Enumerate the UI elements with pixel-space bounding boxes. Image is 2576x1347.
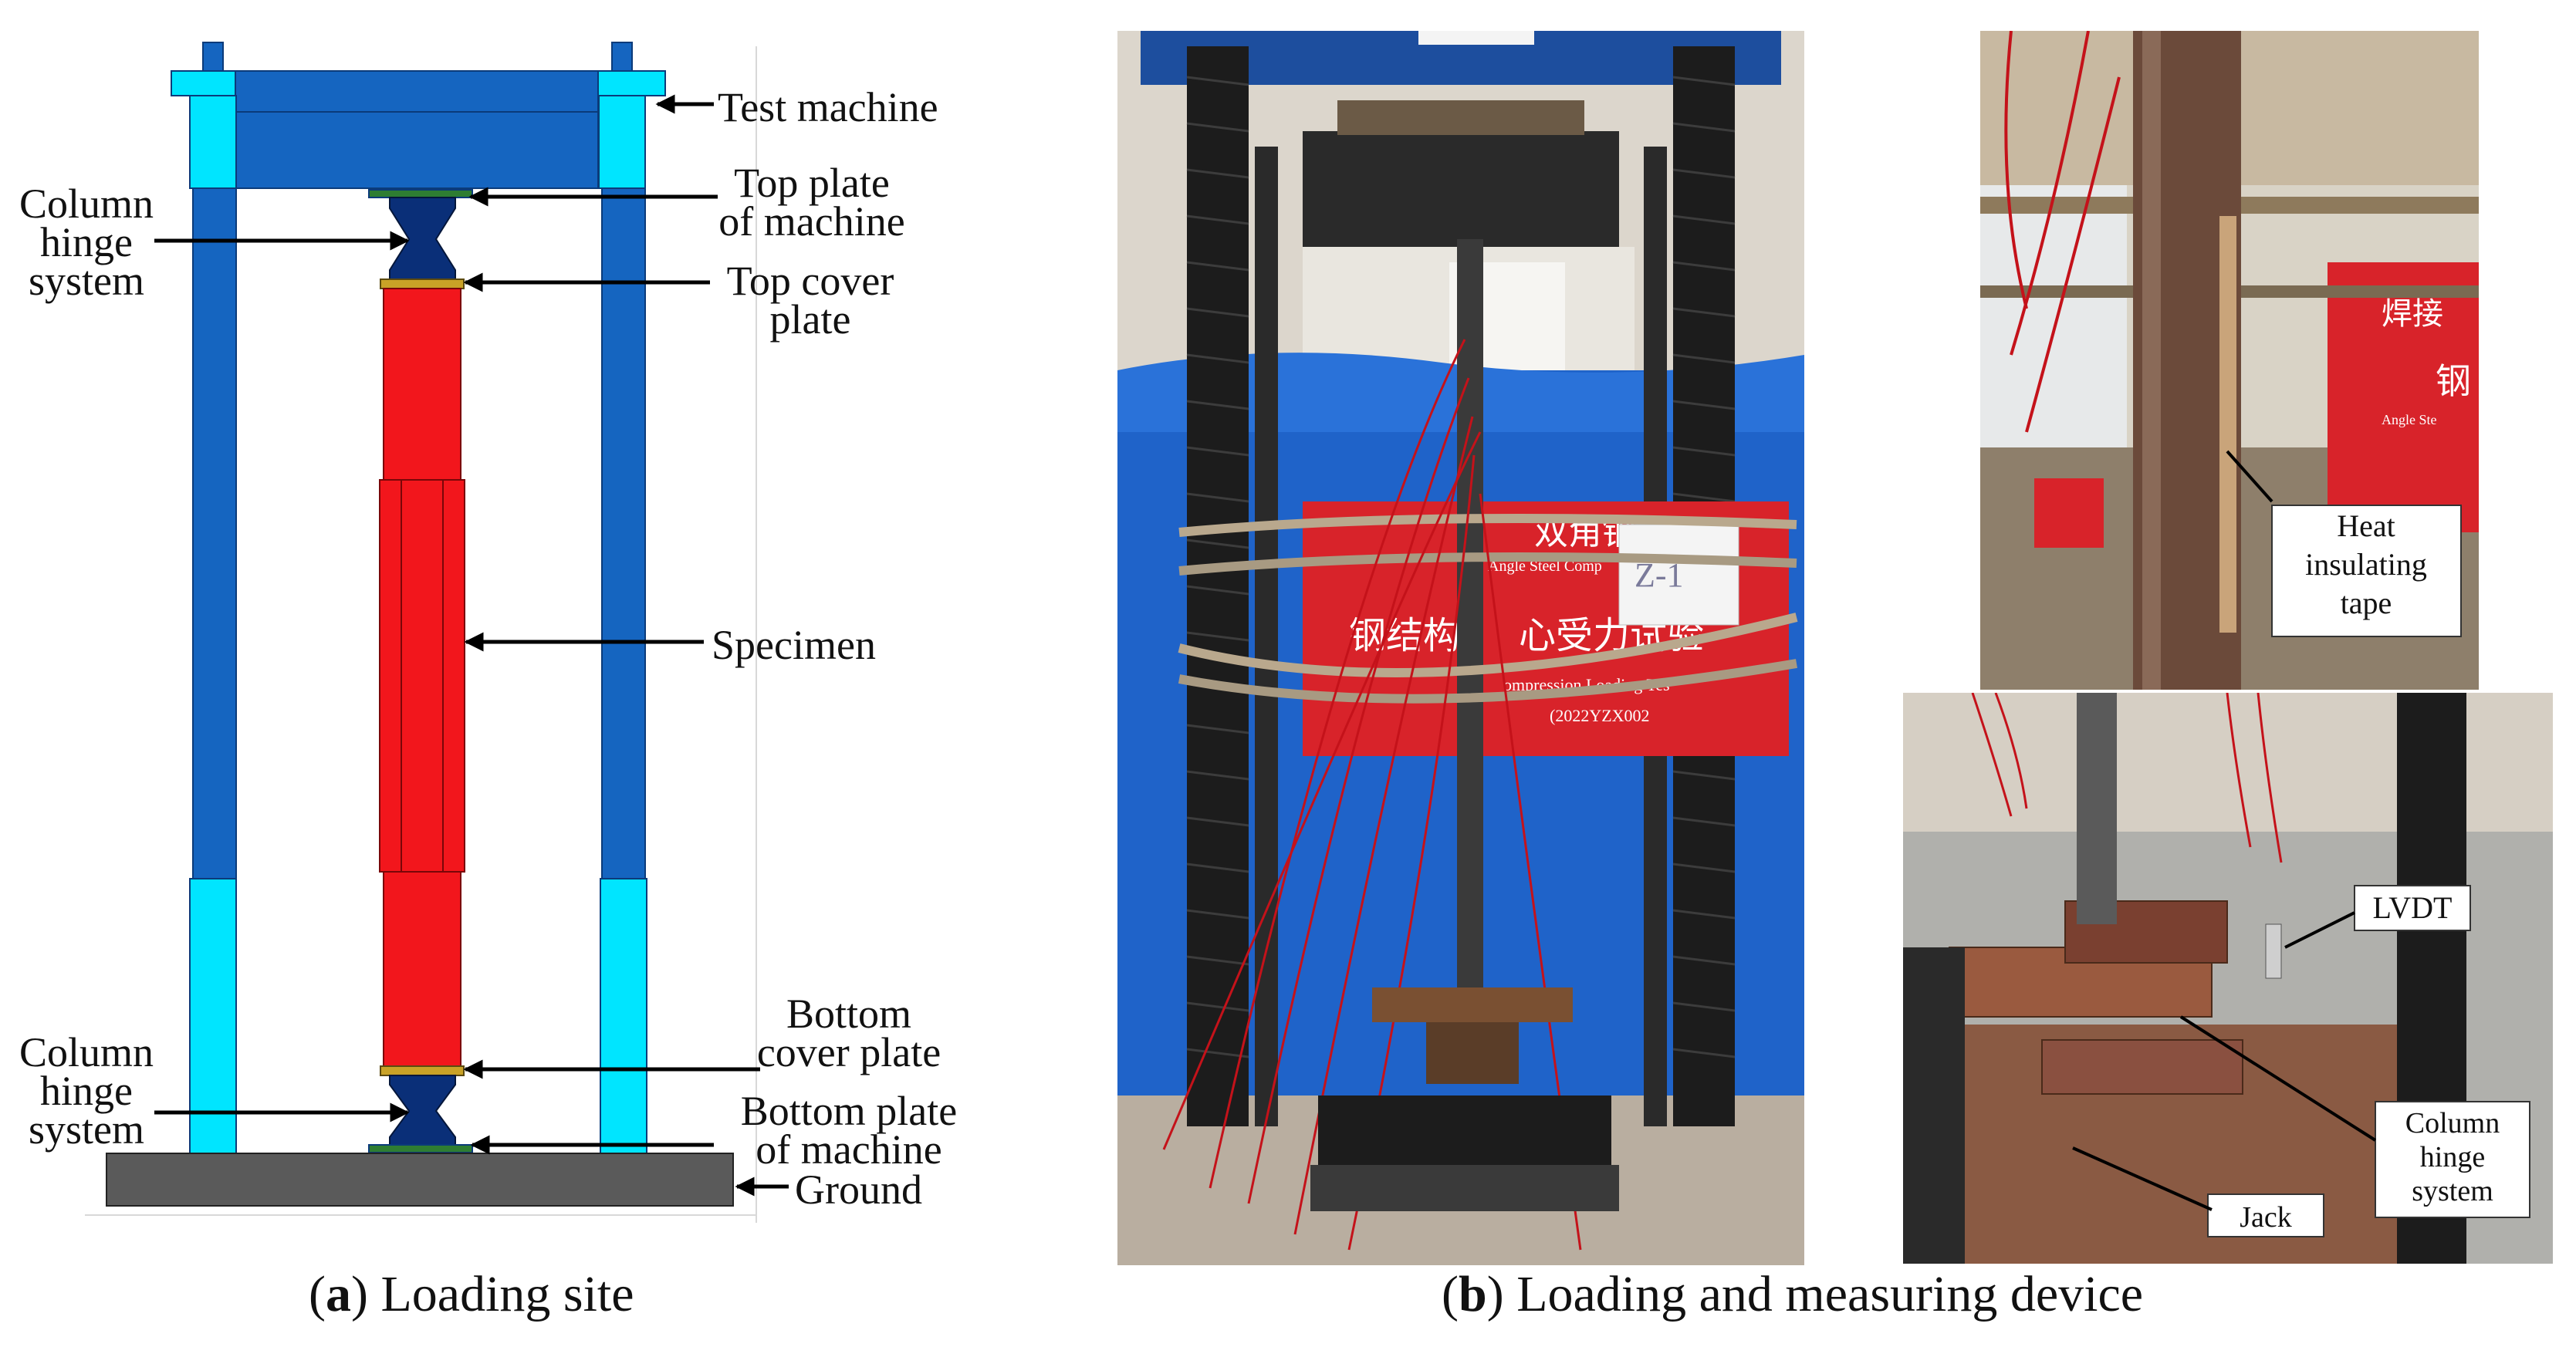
label-bottom-plate-2: of machine [756,1126,941,1173]
lvdt-label-box [2354,885,2471,931]
specimen-lower [383,871,461,1067]
red-banner-right [2328,262,2479,532]
jack-arrow [2072,1146,2213,1211]
photo-heat-insulating-tape: 焊接 钢 Angle Ste Heat insulating tape [1980,31,2479,690]
rope-2 [1178,552,1797,576]
label-hinge-top-3: system [29,258,144,304]
hinge-label-1: Column [2405,1107,2500,1139]
bottom-cover-plate [380,1065,465,1076]
label-bottom-cover-1: Bottom [786,991,911,1037]
top-plate-of-machine [368,189,473,198]
banner-text-4: Angle Steel Comp [1488,558,1602,575]
caption-b: (b) Loading and measuring device [1442,1266,2144,1322]
label-top-plate-2: of machine [718,198,904,245]
ground-slab [106,1153,734,1207]
hinge-label-box [2375,1101,2530,1218]
bottom-fixture [1372,987,1573,1022]
label-hinge-top-2: hinge [40,219,133,265]
specimen-angle-steel [1457,239,1483,1011]
threaded-column-left [1187,46,1278,1126]
banner-right-text-3: Angle Ste [2382,412,2437,427]
specimen-column-bottom [2077,693,2117,924]
jack-label: Jack [2240,1201,2292,1234]
lvdt-label: LVDT [2373,890,2453,925]
caption-b-text: Loading and measuring device [1516,1266,2144,1322]
red-equipment [2034,478,2104,548]
frame-upper-block-right [598,95,646,189]
tape-label-1: Heat [2337,508,2395,543]
loading-site-diagram: Test machine Top plate of machine Column… [19,42,957,1223]
label-top-plate-1: Top plate [734,160,890,206]
caption-a-text: Loading site [380,1266,634,1322]
specimen-tag [1618,524,1739,626]
frame-lower-block-right [600,878,647,1154]
label-hinge-bot-1: Column [19,1029,154,1075]
label-top-cover-2: plate [770,296,851,343]
banner-text-2: 钢结构 [1349,616,1460,657]
lvdt-device [2265,923,2282,979]
label-hinge-top-1: Column [19,181,154,227]
label-top-cover-1: Top cover [727,258,894,304]
threaded-column-bl [1903,947,1965,1264]
bottom-plate-of-machine [368,1144,473,1153]
label-hinge-bot-2: hinge [40,1068,133,1114]
label-hinge-bot-3: system [29,1106,144,1153]
rope-4 [1178,659,1797,704]
specimen-middle [379,479,465,873]
banner-right-text-1: 焊接 [2382,296,2443,331]
caption-a: (a) Loading site [309,1266,634,1322]
jack-label-box [2207,1193,2324,1237]
label-bottom-plate-1: Bottom plate [741,1088,957,1134]
label-ground: Ground [795,1166,922,1213]
tape-label-box [2271,505,2462,637]
banner-text-6: (2022YZX002 [1550,706,1650,725]
label-bottom-cover-2: cover plate [757,1029,941,1075]
hinge-label-3: system [2412,1175,2493,1207]
frame-upper-block-left [189,95,237,189]
heat-insulating-tape [2219,216,2236,633]
frame-column-left [192,187,237,879]
specimen-upper [383,288,461,481]
base-platen [1318,1095,1611,1165]
caption-a-letter: a [325,1266,351,1322]
rope-3 [1178,613,1798,677]
tape-label-2: insulating [2305,547,2427,582]
rope-1 [1178,514,1797,537]
caption-b-letter: b [1458,1266,1487,1322]
frame-top-stud-right [611,42,633,74]
column-hinge-top [389,197,456,280]
frame-lower-block-left [189,878,237,1154]
label-test-machine: Test machine [718,84,938,130]
top-cover-plate [380,279,465,289]
top-platen [1303,131,1619,247]
lvdt-arrow [2284,911,2355,949]
wires-right [2004,31,2121,433]
tape-label-3: tape [2341,586,2392,620]
tape-label-arrow [2226,450,2273,503]
wires-bottom [1971,693,2283,863]
test-machine-crossbeam [235,70,599,189]
photo-lvdt-jack: LVDT Column hinge system Jack [1903,693,2553,1264]
banner-right-text-2: 钢 [2436,362,2471,401]
strain-gauge-wires [1162,339,1582,1251]
frame-top-stud-left [202,42,224,74]
hinge-arrow [2179,1015,2377,1142]
photo-loading-machine: 双角钢 钢结构 心受力试验 Angle Steel Comp ompressio… [1117,31,1804,1265]
column-hinge-bottom [389,1075,456,1146]
label-specimen: Specimen [712,622,876,668]
hinge-label-2: hinge [2420,1141,2485,1173]
frame-column-right [601,187,646,879]
block-mid [2041,1039,2243,1095]
